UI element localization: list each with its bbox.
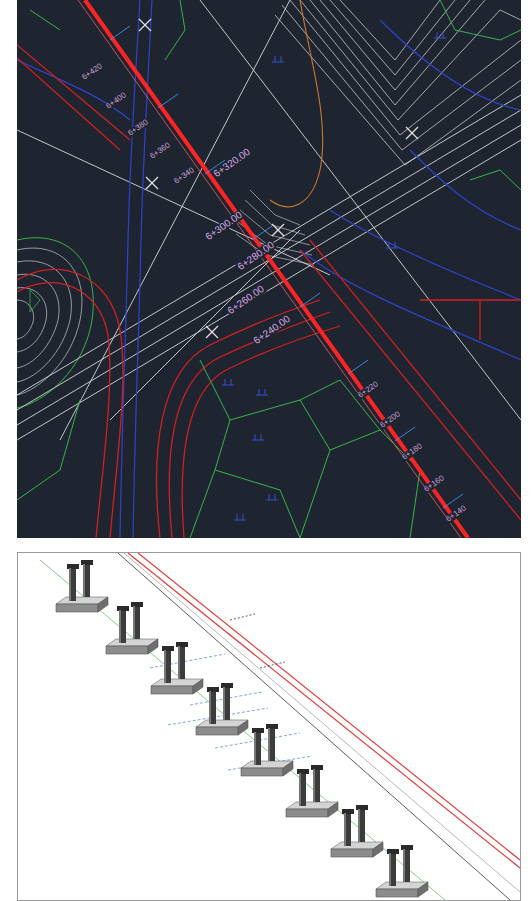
drawing-stage: 6+4206+4006+3806+3606+3406+320.006+300.0… <box>0 0 531 901</box>
site-plan-and-pier-model <box>0 0 531 901</box>
